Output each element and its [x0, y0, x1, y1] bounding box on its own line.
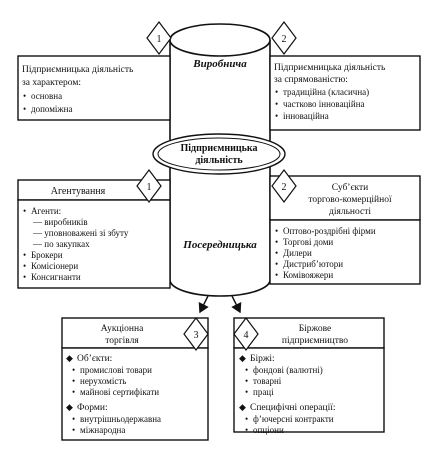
list-item: опціони [253, 425, 284, 435]
box-header-line: діяльності [329, 207, 371, 217]
box-header-line: Аукціонна [101, 324, 144, 334]
box-header-line: підприємництво [282, 336, 348, 346]
section-title: Специфічні операції: [250, 402, 336, 413]
section-diamond: ◆ [239, 353, 246, 363]
list-item: нерухомість [80, 376, 126, 386]
section-diamond: ◆ [66, 353, 73, 363]
badge-diamond [271, 21, 297, 55]
center-label-line1: Підприємницька [180, 143, 257, 154]
bullet: • [275, 111, 278, 121]
list-item: Агенти: [31, 206, 61, 216]
bullet: • [275, 87, 278, 97]
badge-number: 2 [282, 182, 287, 193]
list-item: Комісіонери [31, 261, 78, 271]
list-item: Торгові доми [283, 237, 333, 247]
arrow-to-exchange [231, 295, 242, 314]
bullet: • [275, 237, 278, 247]
bullet: • [245, 387, 248, 397]
list-item: ф’ючерсні контракти [253, 414, 334, 424]
connector-arrows [198, 295, 242, 314]
list-item: внутрішньодержавна [80, 414, 161, 424]
box-production-direction: 2 Підприємницька діяльність за спрямован… [269, 21, 421, 131]
list-item: допоміжна [31, 104, 72, 114]
bullet: • [72, 376, 75, 386]
bullet: • [23, 104, 26, 114]
arrow-to-auction [198, 295, 209, 314]
center-label-line2: діяльність [195, 155, 243, 166]
bullet: • [245, 425, 248, 435]
bullet: • [275, 270, 278, 280]
section-title: Об’єкти: [77, 353, 112, 364]
badge-diamond [183, 317, 209, 351]
list-item: Комівояжери [283, 270, 333, 280]
bullet: • [275, 99, 278, 109]
list-item: промислові товари [80, 365, 152, 375]
bullet: • [275, 248, 278, 258]
production-label: Виробнича [192, 58, 247, 70]
bullet: • [245, 414, 248, 424]
box-agency: Агентування 1 • Агенти: — виробників — у… [17, 169, 171, 289]
bullet: • [23, 206, 26, 216]
list-subitem: — виробників [32, 217, 88, 227]
list-subitem: — по закупках [32, 239, 90, 249]
section-diamond: ◆ [66, 402, 73, 412]
list-item: фондові (валютні) [253, 365, 323, 375]
bullet: • [72, 414, 75, 424]
bullet: • [72, 425, 75, 435]
box-header-line: Суб’єкти [332, 182, 369, 193]
badge-diamond [271, 169, 297, 203]
badge-number: 1 [147, 182, 152, 193]
bullet: • [275, 226, 278, 236]
list-item: Дистриб’ютори [283, 259, 343, 269]
badge-number: 2 [282, 34, 287, 45]
box-title-line: Підприємницька діяльність [22, 65, 134, 75]
list-item: частково інноваційна [283, 99, 365, 109]
list-item: міжнародна [80, 425, 125, 435]
list-item: Оптово-роздрібні фірми [283, 226, 376, 236]
list-item: традиційна (класична) [283, 87, 369, 97]
box-header: Агентування [51, 186, 106, 197]
intermediary-label: Посередницька [182, 239, 257, 251]
center-ellipse: Підприємницька діяльність [152, 133, 286, 175]
section-title: Форми: [77, 403, 108, 413]
box-production-character: 1 Підприємницька діяльність за характеро… [17, 21, 172, 121]
badge-diamond [146, 21, 172, 55]
badge-number: 4 [244, 330, 249, 341]
list-item: основна [31, 91, 62, 101]
list-item: товарні [253, 376, 282, 386]
bullet: • [23, 91, 26, 101]
bullet: • [23, 250, 26, 260]
section-diamond: ◆ [239, 402, 246, 412]
bullet: • [23, 272, 26, 282]
box-trade-subjects: 2 Суб’єкти торгово-комерційної діяльност… [269, 169, 421, 285]
box-exchange-business: 4 Біржове підприємництво ◆ Біржі: • фонд… [233, 317, 385, 435]
box-header-line: торгово-комерційної [308, 194, 392, 205]
list-item: інноваційна [283, 111, 329, 121]
badge-number: 3 [194, 330, 199, 341]
bullet: • [72, 387, 75, 397]
box-title-line: Підприємницька діяльність [274, 63, 386, 73]
list-item: праці [253, 387, 274, 397]
box-title-line: за характером: [22, 78, 81, 88]
box-header-line: Біржове [299, 324, 332, 334]
bullet: • [245, 376, 248, 386]
box-title-line: за спрямованістю: [274, 75, 348, 85]
box-header-line: торгівля [105, 336, 139, 346]
badge-diamond [233, 317, 259, 351]
badge-diamond [136, 169, 162, 203]
list-item: Брокери [31, 250, 63, 260]
list-item: Консигнанти [31, 272, 81, 282]
bullet: • [275, 259, 278, 269]
bullet: • [23, 261, 26, 271]
bullet: • [245, 365, 248, 375]
bullet: • [72, 365, 75, 375]
section-title: Біржі: [250, 354, 275, 364]
box-auction-trade: 3 Аукціонна торгівля ◆ Об’єкти: • промис… [61, 317, 209, 441]
list-subitem: — уповноважені зі збуту [32, 228, 129, 238]
list-item: майнові сертифікати [80, 387, 159, 397]
list-item: Дилери [283, 248, 312, 258]
badge-number: 1 [157, 34, 162, 45]
